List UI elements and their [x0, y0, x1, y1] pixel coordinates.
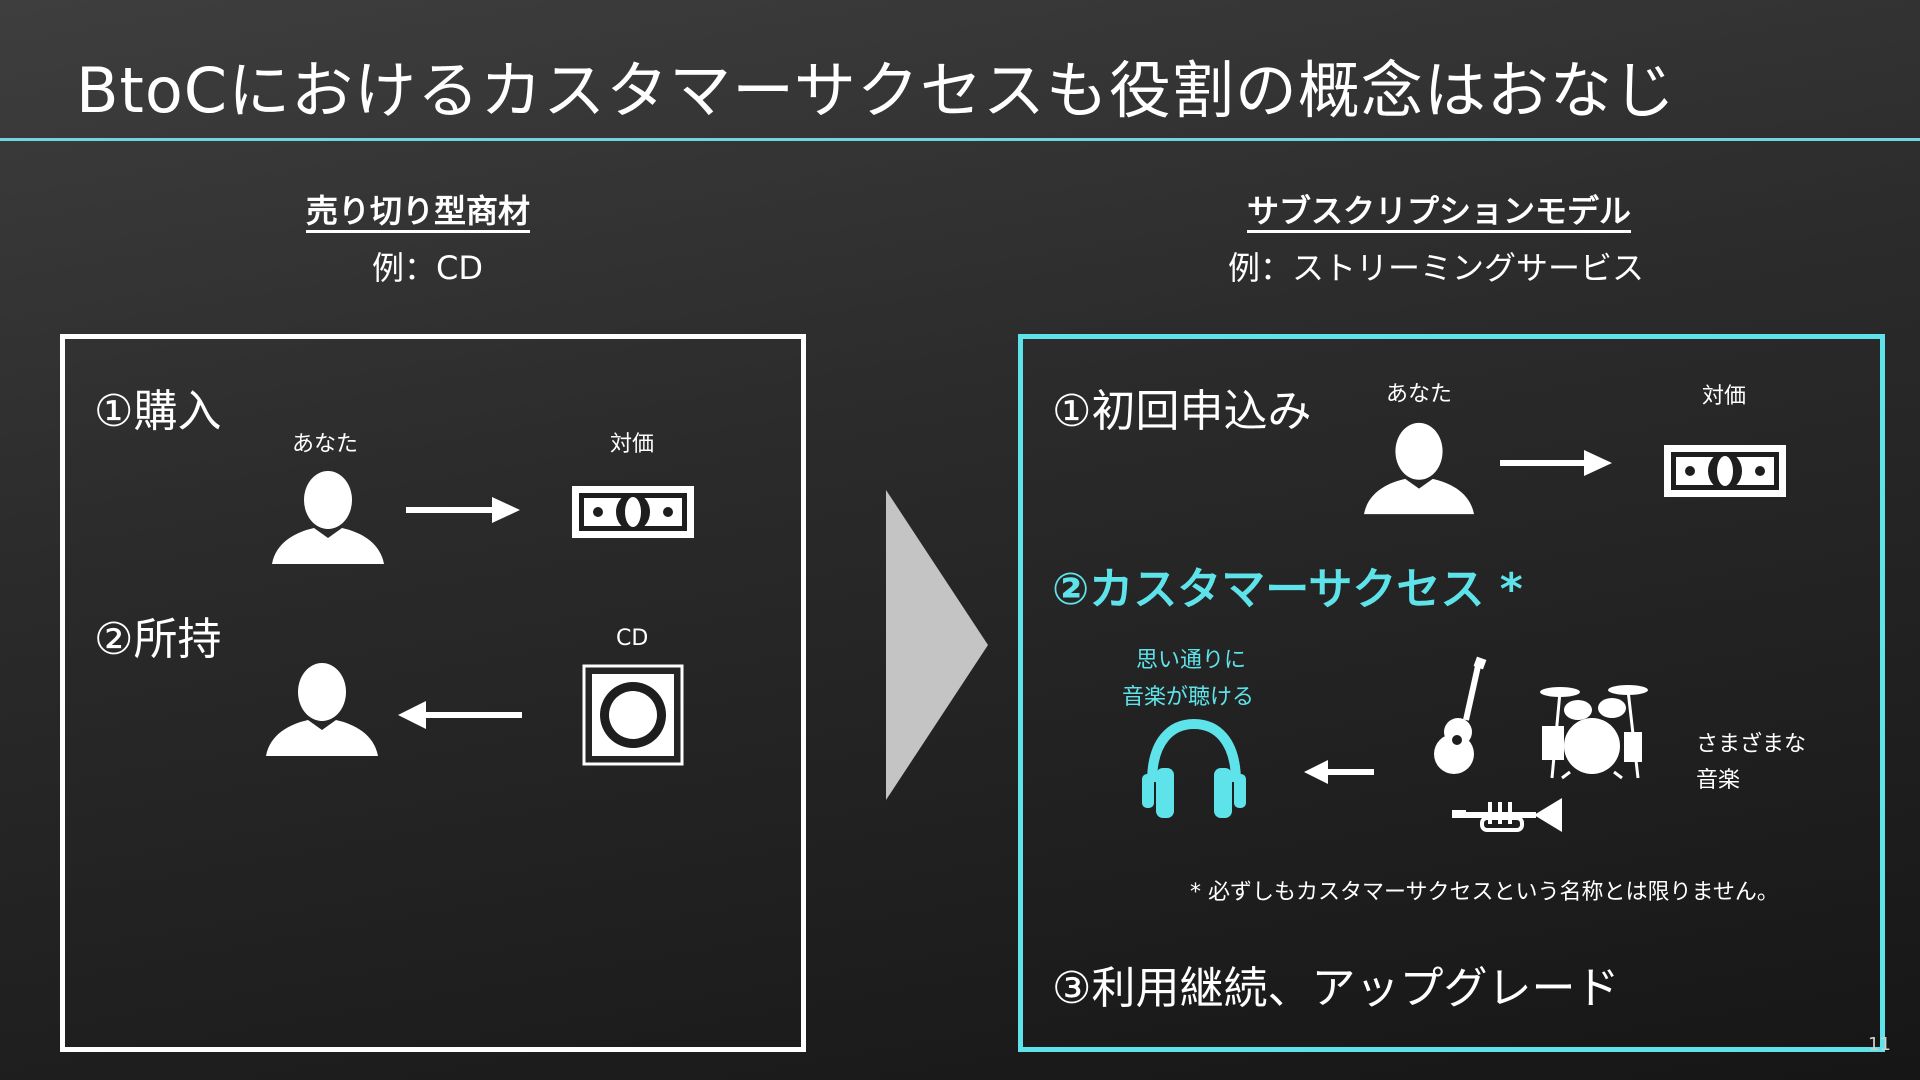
right-example: 例：ストリーミングサービス — [1228, 249, 1645, 287]
drums-icon — [1540, 685, 1648, 780]
left-step2: ②所持 — [94, 614, 222, 665]
trumpet-icon — [1452, 798, 1562, 832]
right-heading: サブスクリプションモデル — [1247, 192, 1632, 230]
cd-label: CD — [616, 626, 649, 651]
money-icon — [572, 486, 694, 538]
left-heading: 売り切り型商材 — [306, 192, 531, 230]
music-caption-line1: さまざまな — [1696, 732, 1807, 757]
footnote: * 必ずしもカスタマーサクセスという名称とは限りません。 — [1190, 880, 1779, 905]
right-step3: ③利用継続、アップグレード — [1052, 963, 1620, 1014]
guitar-icon — [1434, 656, 1487, 774]
right-you-label: あなた — [1386, 382, 1453, 407]
left-price-label: 対価 — [610, 432, 655, 457]
right-price-label: 対価 — [1702, 384, 1747, 409]
slide-title: BtoCにおけるカスタマーサクセスも役割の概念はおなじ — [76, 54, 1676, 127]
left-panel — [60, 334, 806, 1052]
person-icon — [1364, 422, 1474, 515]
right-step1: ①初回申込み — [1052, 386, 1312, 437]
left-step1: ①購入 — [94, 386, 222, 437]
page-number: 11 — [1868, 1034, 1891, 1055]
title-divider — [0, 138, 1920, 141]
headphone-caption-line2: 音楽が聴ける — [1122, 685, 1255, 710]
arrow-left-icon — [398, 701, 522, 729]
arrow-right-icon — [406, 497, 520, 523]
chevron-arrow-icon — [886, 490, 988, 800]
music-caption-line2: 音楽 — [1696, 768, 1741, 793]
cd-icon — [582, 664, 684, 766]
money-icon — [1664, 445, 1786, 497]
arrow-right-icon — [1500, 450, 1612, 476]
headphones-icon — [1142, 718, 1246, 818]
headphone-caption-line1: 思い通りに — [1136, 648, 1247, 673]
arrow-left-icon — [1304, 760, 1374, 784]
right-step2: ②カスタマーサクセス * — [1052, 564, 1523, 615]
left-example: 例：CD — [372, 249, 483, 287]
left-you-label: あなた — [292, 432, 359, 457]
person-icon — [272, 471, 384, 564]
person-icon — [266, 663, 378, 756]
right-panel — [1018, 334, 1885, 1052]
